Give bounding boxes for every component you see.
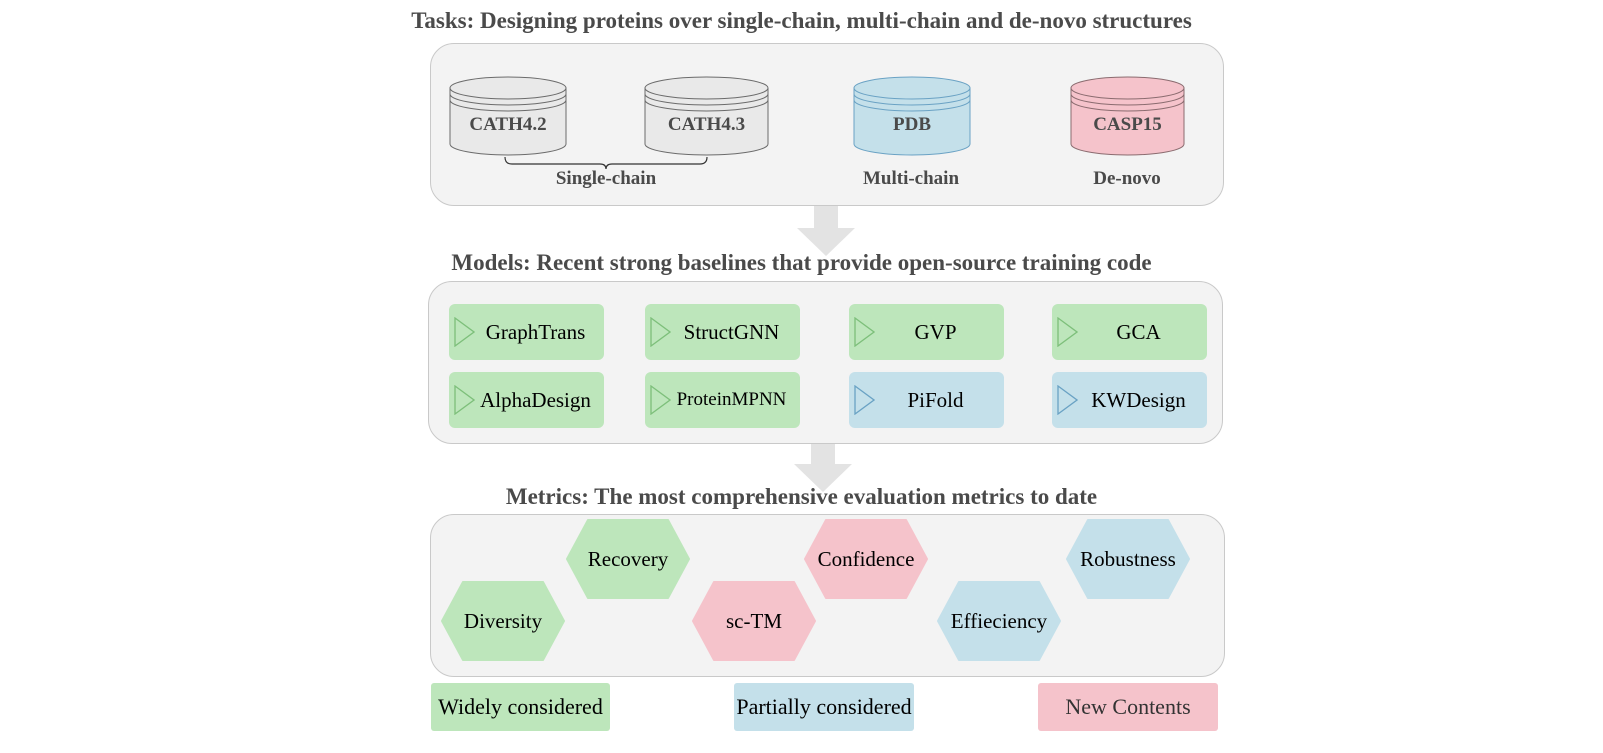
metric-label: Diversity	[463, 609, 543, 633]
model-label: StructGNN	[683, 320, 780, 344]
model-card: GraphTrans	[449, 304, 604, 360]
down-arrow-icon	[797, 206, 855, 256]
metric-label: Recovery	[587, 547, 669, 571]
play-icon	[1057, 385, 1078, 415]
model-card: AlphaDesign	[449, 372, 604, 428]
group-label-de-novo: De-novo	[1093, 168, 1161, 189]
dataset-cylinder: PDB	[853, 76, 971, 156]
legend-widely-considered: Widely considered	[431, 683, 610, 731]
models-title: Models: Recent strong baselines that pro…	[451, 250, 1152, 275]
brace-icon	[504, 156, 708, 170]
metric-hexagon: Recovery	[566, 519, 690, 599]
play-icon	[650, 317, 671, 347]
metric-hexagon: sc-TM	[692, 581, 816, 661]
database-icon	[1070, 76, 1185, 156]
dataset-label: PDB	[893, 114, 931, 135]
legend-partially-considered: Partially considered	[734, 683, 914, 731]
dataset-label: CASP15	[1093, 114, 1162, 135]
metric-hexagon: Diversity	[441, 581, 565, 661]
hexagon-shape	[566, 519, 690, 599]
tasks-title: Tasks: Designing proteins over single-ch…	[411, 8, 1192, 33]
database-icon	[449, 76, 567, 156]
hexagon-shape	[937, 581, 1061, 661]
hexagon-shape	[804, 519, 928, 599]
model-card: StructGNN	[645, 304, 800, 360]
model-label: ProteinMPNN	[676, 389, 787, 410]
hexagon-shape	[1066, 519, 1190, 599]
group-label-single-chain: Single-chain	[555, 168, 657, 189]
play-icon	[1057, 317, 1078, 347]
model-label: GCA	[1116, 320, 1161, 344]
group-label-multi-chain: Multi-chain	[862, 168, 960, 189]
model-card: ProteinMPNN	[645, 372, 800, 428]
metric-label: Robustness	[1080, 547, 1176, 571]
metric-label: Effieciency	[950, 609, 1048, 633]
play-icon	[854, 317, 875, 347]
database-icon	[644, 76, 769, 156]
dataset-cylinder: CATH4.3	[644, 76, 769, 156]
hexagon-shape	[441, 581, 565, 661]
model-card: GCA	[1052, 304, 1207, 360]
model-label: GraphTrans	[485, 320, 586, 344]
down-arrow-icon	[794, 444, 852, 492]
dataset-label: CATH4.2	[469, 114, 547, 135]
hexagon-shape	[692, 581, 816, 661]
model-label: PiFold	[907, 388, 964, 412]
dataset-cylinder: CASP15	[1070, 76, 1185, 156]
metric-hexagon: Effieciency	[937, 581, 1061, 661]
metric-label: sc-TM	[726, 609, 782, 633]
database-icon	[853, 76, 971, 156]
model-label: KWDesign	[1091, 388, 1186, 412]
play-icon	[650, 385, 671, 415]
play-icon	[454, 317, 475, 347]
dataset-label: CATH4.3	[667, 114, 746, 135]
play-icon	[454, 385, 475, 415]
metric-hexagon: Robustness	[1066, 519, 1190, 599]
play-icon	[854, 385, 875, 415]
legend-new-contents: New Contents	[1038, 683, 1218, 731]
model-label: AlphaDesign	[480, 388, 591, 412]
model-card: GVP	[849, 304, 1004, 360]
metric-label: Confidence	[817, 547, 915, 571]
metrics-title: Metrics: The most comprehensive evaluati…	[505, 484, 1098, 509]
model-card: KWDesign	[1052, 372, 1207, 428]
metric-hexagon: Confidence	[804, 519, 928, 599]
dataset-cylinder: CATH4.2	[449, 76, 567, 156]
model-label: GVP	[914, 320, 957, 344]
model-card: PiFold	[849, 372, 1004, 428]
